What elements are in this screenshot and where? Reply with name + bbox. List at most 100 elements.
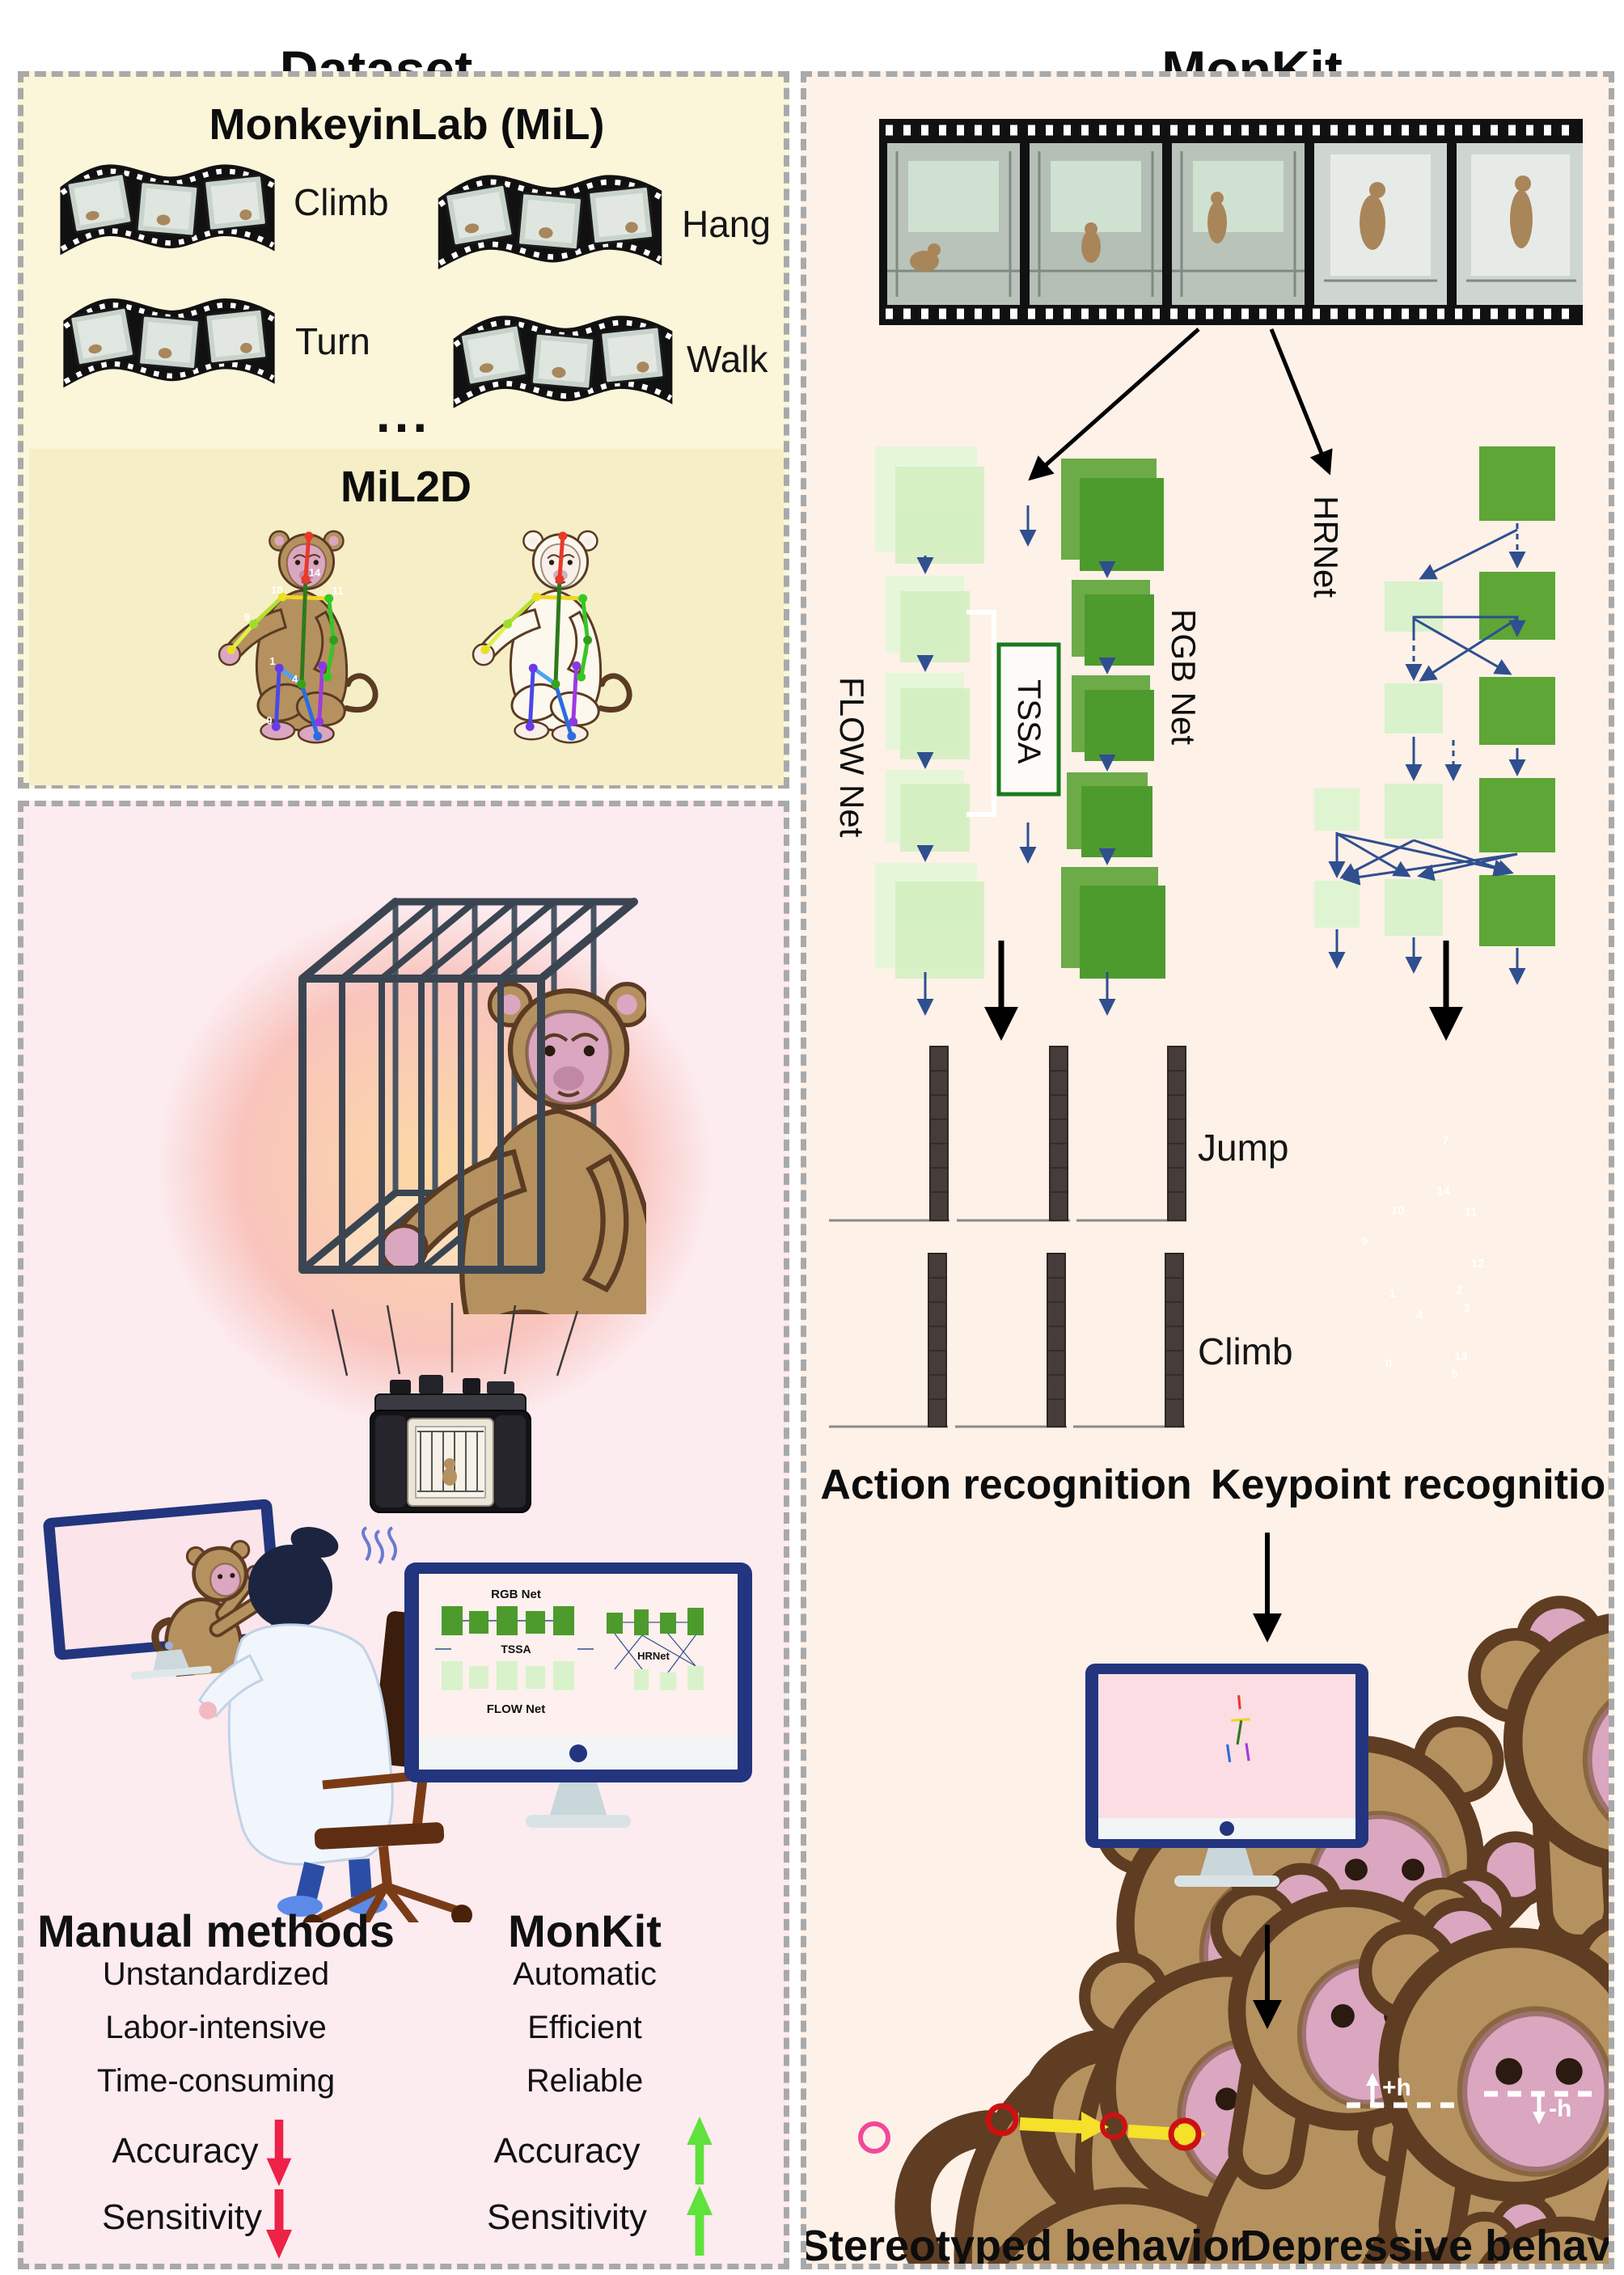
svg-text:13: 13 <box>1454 1350 1468 1364</box>
manual-workflow-panel: RGB Net TSSA FLOW Net <box>18 801 790 2269</box>
svg-text:3: 3 <box>1464 1301 1470 1315</box>
monitor-network-screen: RGB Net TSSA FLOW Net <box>435 1588 704 1716</box>
flow-net-label: FLOW Net <box>833 677 871 838</box>
rgb-net-column <box>1061 459 1165 1016</box>
action-recognition-heading: Action recognition <box>820 1461 1191 1508</box>
tssa-connector <box>966 610 996 817</box>
wall-posts <box>928 1046 1186 1427</box>
up-arrow-icon <box>687 2116 713 2185</box>
cage-icon <box>298 898 646 1314</box>
film-strip-icon <box>54 142 281 263</box>
monkit-methods-title: MonKit <box>508 1905 662 1956</box>
mil-panel-title: MonkeyinLab (MiL) <box>209 100 605 149</box>
manual-item: Unstandardized <box>102 1956 330 1992</box>
kp-num: 1 <box>269 655 275 667</box>
kp-num: 9 <box>244 611 250 624</box>
screen-flow-label: FLOW Net <box>487 1702 546 1716</box>
tssa-label: TSSA <box>1011 679 1047 764</box>
flow-net-column <box>875 446 984 1016</box>
svg-text:4: 4 <box>1416 1308 1423 1321</box>
mini-skeleton <box>1226 1695 1250 1763</box>
down-arrow-icon <box>266 2119 292 2187</box>
svg-text:1: 1 <box>1389 1287 1396 1300</box>
svg-text:9: 9 <box>1361 1235 1368 1249</box>
height-lower-annotation: -h <box>1549 2095 1571 2122</box>
mil2d-subpanel: MiL2D 10 9 14 11 1 4 0 <box>29 449 784 785</box>
motion-arrow-icon <box>1019 2117 1084 2133</box>
chair-seat <box>314 1822 445 1850</box>
mil2d-monkey-outline <box>466 520 642 760</box>
stereotyped-behavior-group <box>858 2103 1206 2154</box>
manual-accuracy-label: Accuracy <box>112 2131 259 2171</box>
monkit-item: Automatic <box>513 1956 657 1992</box>
clip-label-climb: Climb <box>294 181 389 223</box>
mil2d-title: MiL2D <box>340 463 472 511</box>
film-strip-icon <box>447 291 679 417</box>
hip-ring-icon <box>858 2121 890 2154</box>
svg-text:14: 14 <box>1436 1185 1450 1199</box>
monkit-pipeline-canvas: FLOW Net TSSA RGB Net HRNet <box>806 119 1609 2264</box>
keypoint-numbers: 7 10 9 14 11 1 2 12 4 13 0 5 3 <box>1361 1134 1484 1381</box>
manual-item: Labor-intensive <box>105 2010 327 2045</box>
screen-hrnet-label: HRNet <box>637 1650 670 1662</box>
svg-text:0: 0 <box>1385 1356 1392 1370</box>
keypoint-recognition-heading: Keypoint recognition <box>1211 1461 1609 1508</box>
split-arrow-right <box>1269 328 1333 476</box>
jump-label: Jump <box>1198 1127 1288 1169</box>
svg-text:10: 10 <box>1391 1204 1405 1218</box>
film-strip-icon <box>57 275 281 396</box>
cycle-ring-icon <box>985 2103 1019 2137</box>
manual-methods-title: Manual methods <box>37 1905 395 1956</box>
results-monitor-icon <box>1085 1664 1609 2264</box>
monkit-item: Reliable <box>526 2063 644 2099</box>
height-raise-annotation: +h <box>1382 2074 1411 2101</box>
monkit-pipeline-panel: FLOW Net TSSA RGB Net HRNet <box>801 71 1614 2269</box>
monkit-sensitivity-label: Sensitivity <box>486 2197 648 2237</box>
screen-rgb-label: RGB Net <box>491 1588 541 1601</box>
keypoint-monkey-illustration: 7 10 9 14 11 1 2 12 4 13 0 5 3 <box>1361 1134 1609 2264</box>
kp-num: 11 <box>332 585 344 597</box>
film-strip-icon <box>432 151 668 277</box>
clip-label-turn: Turn <box>295 320 370 362</box>
split-arrow-left <box>1028 328 1200 481</box>
up-arrow-icon <box>687 2186 713 2256</box>
clip-label-walk: Walk <box>687 338 768 380</box>
hrnet-label: HRNet <box>1307 496 1345 598</box>
screen-tssa-label: TSSA <box>501 1643 531 1656</box>
cycle-ring-icon <box>1100 2112 1127 2140</box>
monkit-accuracy-label: Accuracy <box>493 2131 641 2171</box>
manual-sensitivity-label: Sensitivity <box>101 2197 263 2237</box>
manual-item: Time-consuming <box>96 2063 336 2099</box>
svg-text:12: 12 <box>1471 1257 1485 1271</box>
down-arrow-icon <box>266 2189 292 2259</box>
more-clips-ellipsis: ... <box>375 385 432 443</box>
camera-icon <box>370 1375 531 1513</box>
cycle-ring-icon <box>1168 2117 1202 2151</box>
depressive-behavior-group: +h -h <box>1347 2073 1597 2125</box>
camera-rays-icon <box>331 1303 579 1376</box>
monitor-icon <box>43 1499 284 1687</box>
hrnet-diagram <box>1314 446 1555 985</box>
rgb-net-label: RGB Net <box>1165 609 1203 745</box>
monkit-item: Efficient <box>527 2010 642 2045</box>
svg-text:5: 5 <box>1452 1368 1458 1381</box>
video-film-strip <box>879 119 1583 325</box>
dataset-mil-panel: MonkeyinLab (MiL) Climb Hang Turn Walk .… <box>18 71 789 789</box>
kp-num: 0 <box>266 714 272 726</box>
svg-text:2: 2 <box>1456 1283 1462 1296</box>
tssa-module <box>996 642 1061 797</box>
action-recognition-panels <box>829 1046 1609 2264</box>
mil2d-monkey-colored: 10 9 14 11 1 4 0 <box>212 520 388 760</box>
kp-num: 14 <box>309 566 321 578</box>
clip-label-hang: Hang <box>682 203 771 245</box>
svg-text:11: 11 <box>1465 1205 1478 1219</box>
climb-label: Climb <box>1198 1330 1293 1372</box>
stereotyped-behavior-heading: Stereotyped behavior <box>806 2222 1246 2264</box>
steam-icon <box>362 1526 397 1565</box>
kp-num: 10 <box>271 584 282 596</box>
svg-text:7: 7 <box>1442 1134 1448 1148</box>
keypoint-numbers: 10 9 14 11 1 4 0 <box>244 566 343 726</box>
monkit-monitor-icon: RGB Net TSSA FLOW Net <box>404 1562 752 1828</box>
depressive-behavior-heading: Depressive behavior <box>1240 2222 1609 2264</box>
